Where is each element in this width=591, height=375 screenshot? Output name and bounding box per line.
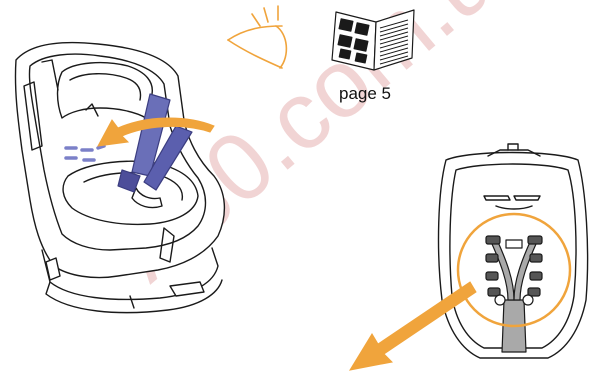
eye-icon [228,6,286,68]
page-reference-label: page 5 [339,84,391,104]
